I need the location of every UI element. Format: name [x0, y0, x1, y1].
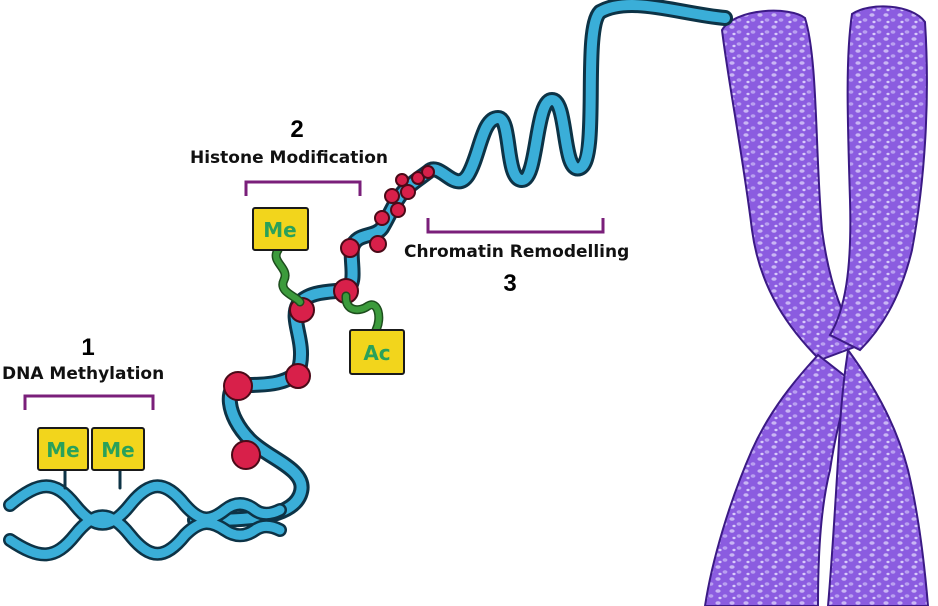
histone-bead: [384, 188, 400, 204]
chromosome-right-upper-arm: [828, 5, 928, 352]
histone-bead: [223, 371, 253, 401]
tag-ac-text: Ac: [363, 341, 390, 365]
chromosome-left-upper-arm: [720, 9, 862, 362]
tag-me-2: Me: [91, 427, 145, 471]
bracket-histone-modification: [244, 180, 362, 196]
step-3-label: Chromatin Remodelling: [404, 242, 630, 262]
step-3-number: 3: [503, 270, 517, 297]
tag-me-1-text: Me: [46, 438, 79, 462]
tag-linkers: [63, 245, 384, 490]
chromosome-right-lower-arm: [826, 347, 930, 606]
step-1-label: DNA Methylation: [2, 364, 165, 384]
brackets: [23, 180, 605, 410]
tag-me-3: Me: [252, 207, 309, 251]
histone-bead: [369, 235, 387, 253]
histone-bead: [374, 210, 390, 226]
histone-bead: [285, 363, 311, 389]
bracket-dna-methylation: [23, 394, 155, 410]
bracket-chromatin-remodelling: [426, 218, 605, 234]
tag-me-2-text: Me: [101, 438, 134, 462]
chromosome-left-lower-arm: [703, 353, 852, 606]
step-2-number: 2: [290, 116, 304, 143]
histones: [223, 165, 435, 470]
double-helix: [3, 479, 287, 562]
histone-bead: [390, 202, 406, 218]
histone-bead: [340, 238, 360, 258]
histone-bead: [400, 184, 416, 200]
chromosome: [703, 5, 930, 606]
histone-bead: [395, 173, 409, 187]
histone-bead: [421, 165, 435, 179]
tag-ac: Ac: [349, 329, 405, 375]
histone-bead: [411, 171, 425, 185]
step-1-number: 1: [81, 334, 95, 361]
tag-me-3-text: Me: [263, 218, 296, 242]
step-2-label: Histone Modification: [190, 148, 389, 168]
histone-bead: [231, 440, 261, 470]
tag-me-1: Me: [37, 427, 89, 471]
